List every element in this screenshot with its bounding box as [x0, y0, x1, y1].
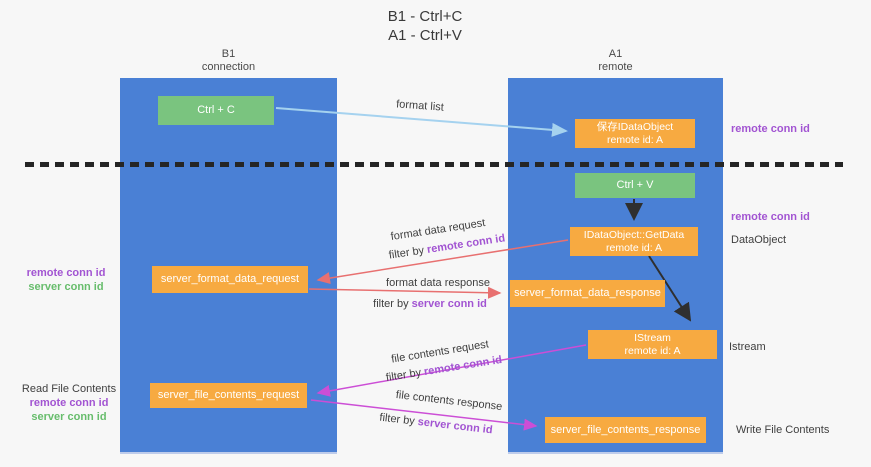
- node-ctrl-v: Ctrl + V: [575, 173, 695, 198]
- edge-label-format-data-response: format data response: [386, 277, 490, 289]
- node-istream-line1: IStream: [634, 331, 671, 344]
- node-server-file-contents-response: server_file_contents_response: [545, 417, 706, 443]
- left-read-file-contents: Read File Contents: [21, 383, 117, 395]
- lane-header-b1: B1 connection: [120, 48, 337, 74]
- node-ctrl-c-label: Ctrl + C: [197, 104, 235, 116]
- server-conn-id-key: server conn id: [417, 415, 494, 437]
- node-ctrl-c: Ctrl + C: [158, 96, 274, 125]
- filter-by-text: filter by: [388, 244, 428, 262]
- lane-a1-subtitle: remote: [598, 61, 633, 73]
- filter-by-text: filter by: [378, 411, 419, 428]
- right-label-write-file-contents: Write File Contents: [736, 424, 830, 436]
- left-remote-conn-id-bottom: remote conn id: [29, 397, 109, 409]
- left-label-read-file-contents-group: Read File Contents remote conn id server…: [14, 382, 124, 424]
- lane-header-a1: A1 remote: [508, 48, 723, 74]
- edge-label-format-data-response-filter: filter by server conn id: [373, 298, 487, 310]
- lane-a1-name: A1: [608, 48, 623, 60]
- diagram-title: B1 - Ctrl+C A1 - Ctrl+V: [0, 7, 850, 45]
- right-label-dataobject: DataObject: [731, 234, 787, 246]
- right-label-remote-conn-id-top: remote conn id: [731, 123, 810, 135]
- node-ctrl-v-label: Ctrl + V: [616, 179, 654, 191]
- node-server-file-contents-request: server_file_contents_request: [150, 383, 307, 408]
- title-line-2: A1 - Ctrl+V: [388, 27, 462, 44]
- right-label-remote-conn-id-mid: remote conn id: [731, 211, 810, 223]
- node-server-format-data-response-label: server_format_data_response: [514, 287, 661, 299]
- arrow-format-data-response: [308, 286, 502, 299]
- lane-b1-subtitle: connection: [201, 61, 256, 73]
- edge-label-format-list: format list: [395, 98, 445, 114]
- node-idataobject-getdata: IDataObject::GetData remote id: A: [570, 227, 698, 256]
- edge-label-file-contents-response: file contents response: [395, 388, 503, 414]
- node-save-idataobject-line2: remote id: A: [606, 133, 664, 146]
- node-server-file-contents-request-label: server_file_contents_request: [157, 389, 300, 401]
- node-server-format-data-response: server_format_data_response: [510, 280, 665, 307]
- node-istream: IStream remote id: A: [588, 330, 717, 359]
- node-idataobject-getdata-line2: remote id: A: [605, 241, 663, 254]
- filter-by-text: filter by: [385, 366, 426, 385]
- node-idataobject-getdata-line1: IDataObject::GetData: [583, 228, 685, 241]
- node-server-format-data-request: server_format_data_request: [152, 266, 308, 293]
- edge-label-file-contents-response-filter: filter by server conn id: [379, 412, 493, 437]
- node-save-idataobject: 保存IDataObject remote id: A: [575, 119, 695, 148]
- node-istream-line2: remote id: A: [624, 344, 681, 357]
- left-label-conn-ids-top: remote conn id server conn id: [20, 266, 112, 294]
- left-remote-conn-id-top: remote conn id: [26, 267, 106, 279]
- right-label-istream: Istream: [729, 341, 766, 353]
- left-server-conn-id-top: server conn id: [28, 281, 104, 293]
- node-server-format-data-request-label: server_format_data_request: [160, 273, 300, 285]
- node-server-file-contents-response-label: server_file_contents_response: [550, 423, 701, 436]
- filter-by-text: filter by: [373, 298, 412, 310]
- left-server-conn-id-bottom: server conn id: [31, 411, 107, 423]
- server-conn-id-key: server conn id: [411, 298, 487, 310]
- title-line-1: B1 - Ctrl+C: [387, 8, 463, 25]
- lane-b1-name: B1: [221, 48, 236, 60]
- session-divider-dashed-line: [25, 162, 843, 167]
- node-save-idataobject-line1: 保存IDataObject: [596, 120, 674, 133]
